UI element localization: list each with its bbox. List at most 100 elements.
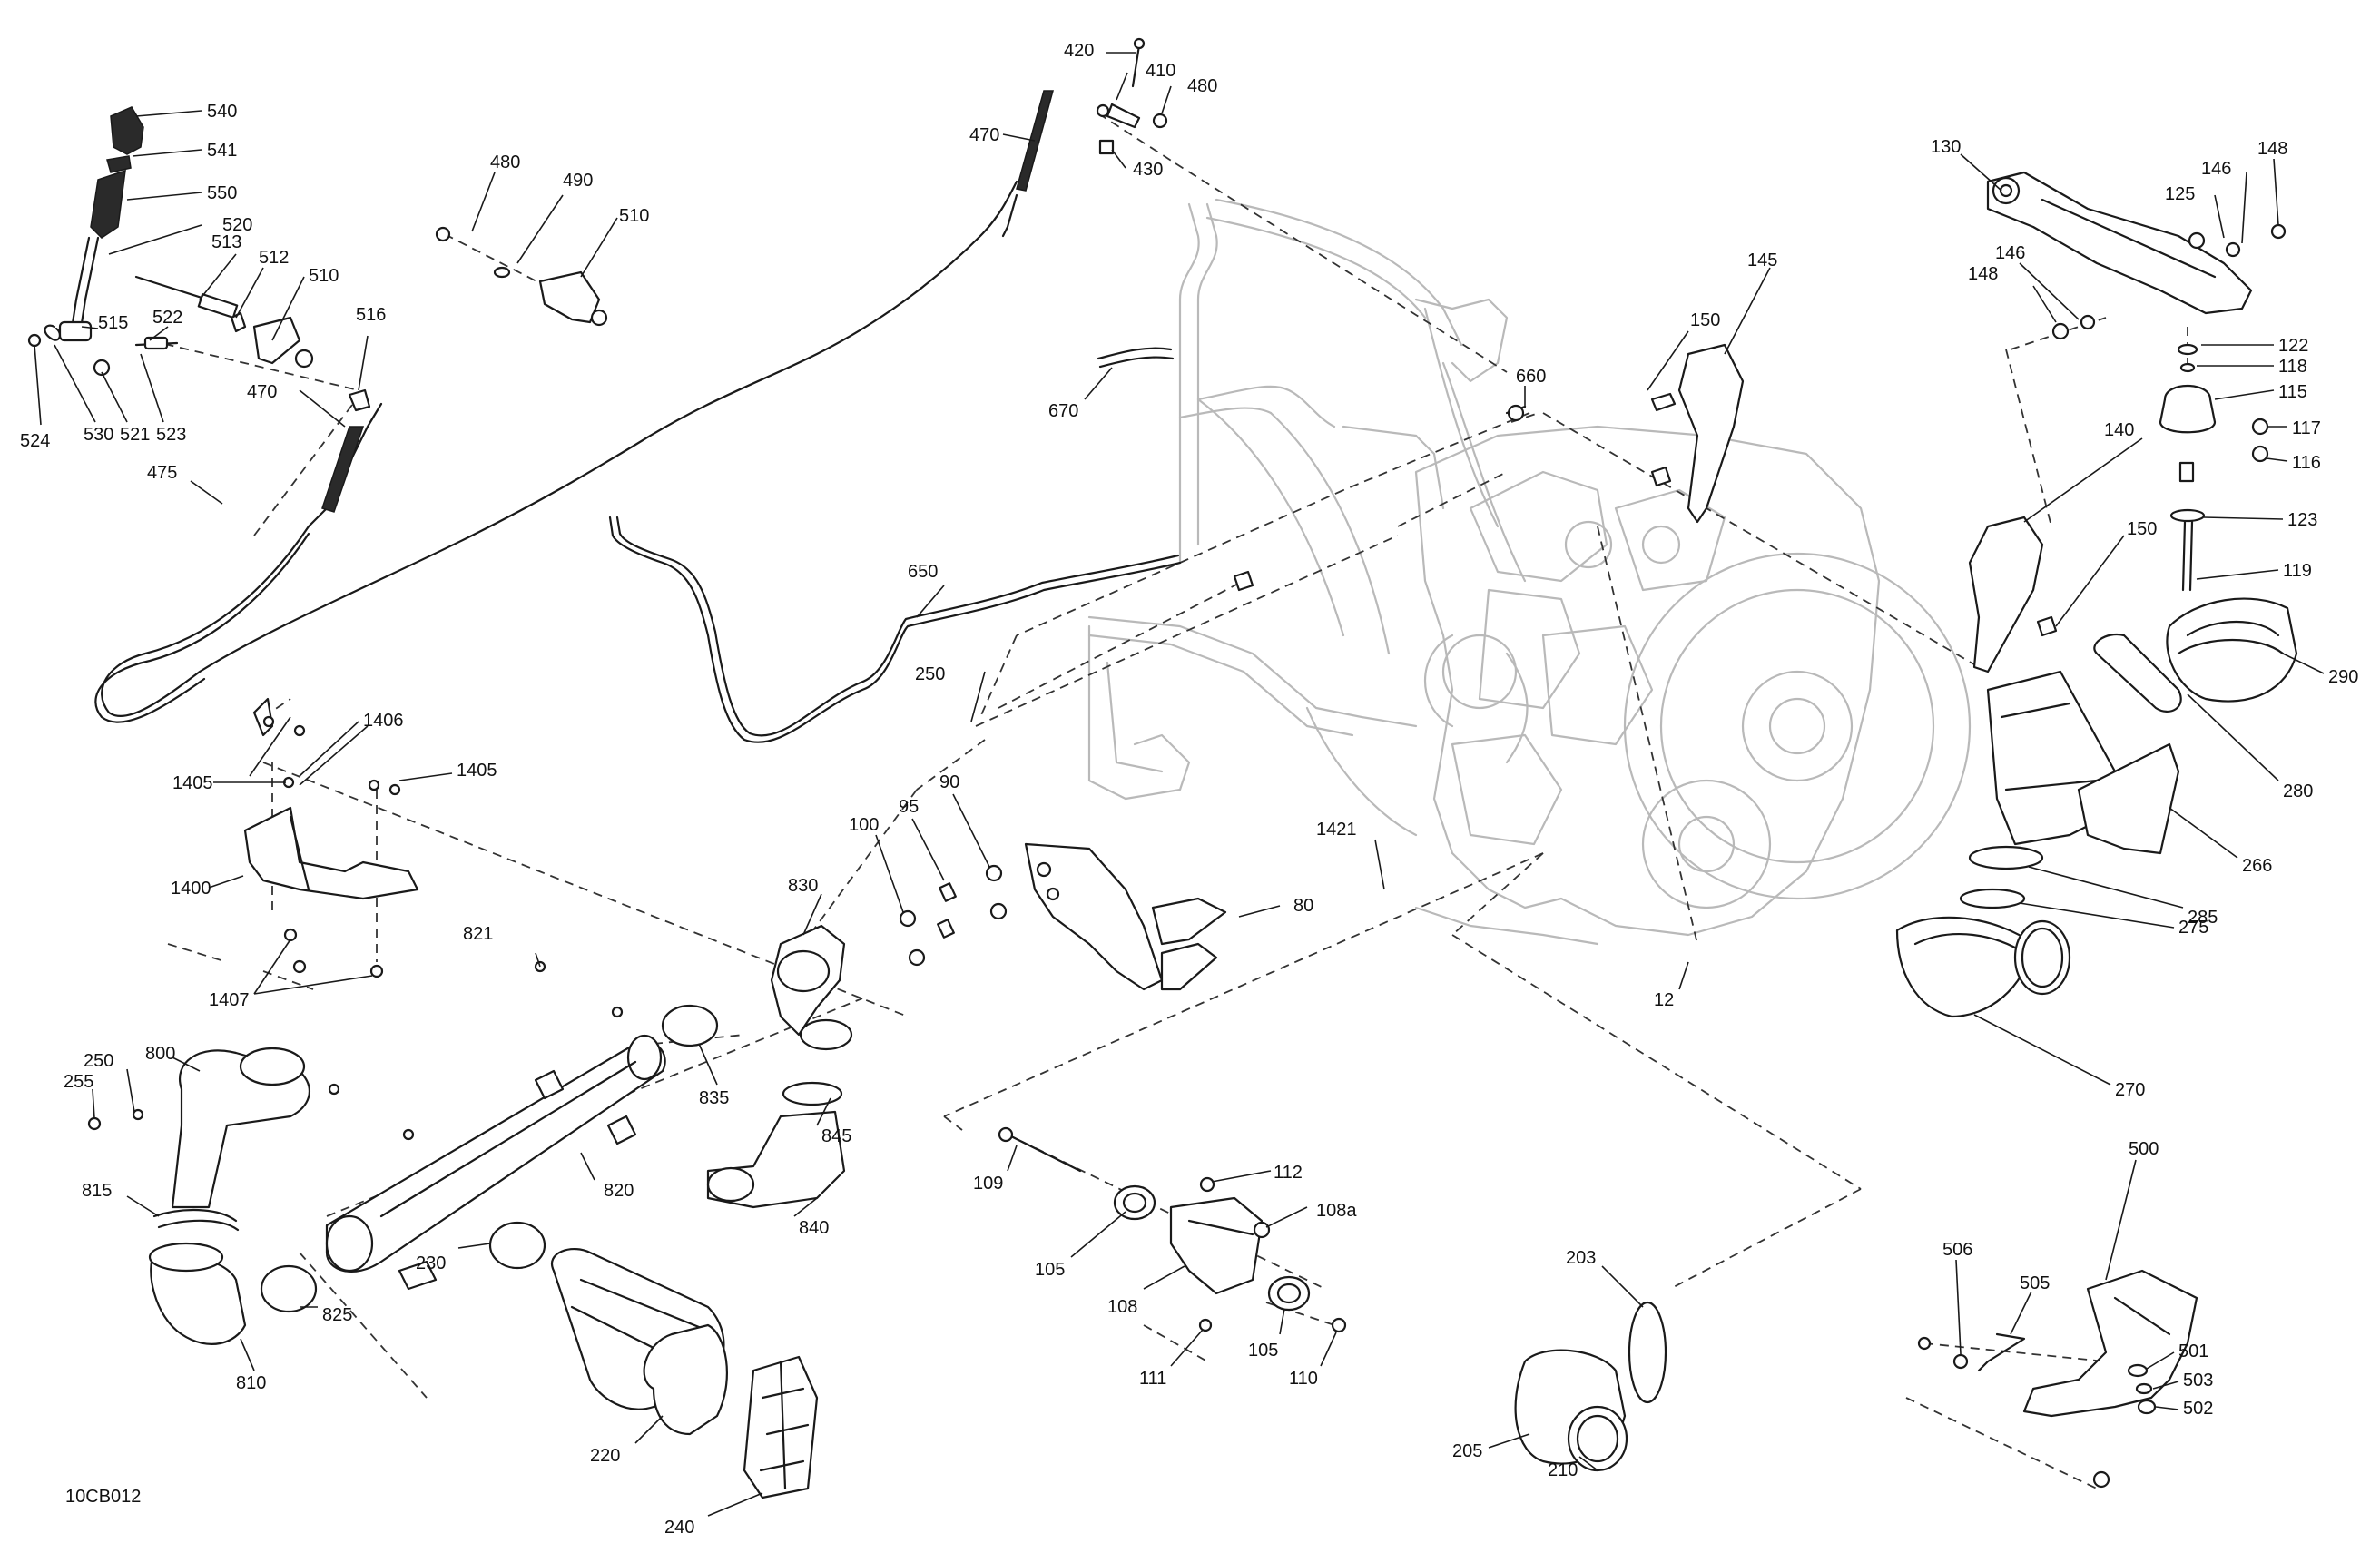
callout-266: 266 xyxy=(2242,856,2272,876)
callout-502: 502 xyxy=(2183,1399,2213,1419)
callout-270: 270 xyxy=(2115,1080,2145,1100)
callout-125: 125 xyxy=(2165,184,2195,204)
callout-1405-left: 1405 xyxy=(172,773,213,793)
callout-116: 116 xyxy=(2292,453,2321,473)
callout-122: 122 xyxy=(2278,336,2308,356)
callout-240: 240 xyxy=(664,1518,694,1538)
assembly-lines xyxy=(149,113,2188,1489)
callout-250-center: 250 xyxy=(915,664,945,684)
callout-516: 516 xyxy=(356,305,386,325)
callout-1421: 1421 xyxy=(1316,820,1357,840)
callout-650: 650 xyxy=(908,562,938,582)
callout-541: 541 xyxy=(207,141,237,161)
parts-203-210 xyxy=(1514,1301,1667,1472)
callout-labels: 540 541 550 520 513 512 510 515 522 516 … xyxy=(20,41,2358,1538)
brackets-145-140 xyxy=(1505,343,2058,673)
callout-515: 515 xyxy=(98,313,128,333)
intake-tubes xyxy=(87,924,853,1499)
callout-835: 835 xyxy=(699,1088,729,1108)
callout-140: 140 xyxy=(2104,420,2134,440)
callout-510-lever: 510 xyxy=(309,266,339,286)
callout-123: 123 xyxy=(2287,510,2317,530)
callout-830: 830 xyxy=(788,876,818,896)
callout-148-top: 148 xyxy=(2257,139,2287,159)
callout-109: 109 xyxy=(973,1174,1003,1194)
callout-845: 845 xyxy=(821,1126,851,1146)
callout-510-bracket: 510 xyxy=(619,206,649,226)
callout-105-left: 105 xyxy=(1035,1260,1065,1280)
callout-470-lower: 470 xyxy=(247,382,277,402)
callout-146-mid: 146 xyxy=(1995,243,2025,263)
callout-100: 100 xyxy=(849,815,879,835)
callout-430: 430 xyxy=(1133,160,1163,180)
callout-521: 521 xyxy=(120,425,150,445)
callout-512: 512 xyxy=(259,248,289,268)
callout-500: 500 xyxy=(2129,1139,2159,1159)
shift-lever xyxy=(27,106,371,412)
callout-117: 117 xyxy=(2292,418,2321,438)
callout-810: 810 xyxy=(236,1373,266,1393)
pedal-80 xyxy=(899,842,1227,991)
callout-660: 660 xyxy=(1516,367,1546,387)
callout-821: 821 xyxy=(463,924,493,944)
callout-250-left: 250 xyxy=(84,1051,113,1071)
air-ducts-right xyxy=(1895,597,2298,1018)
callout-119: 119 xyxy=(2283,561,2312,581)
callout-255: 255 xyxy=(64,1072,93,1092)
callout-490: 490 xyxy=(563,171,593,191)
roller-assembly xyxy=(998,1126,1347,1333)
callout-825: 825 xyxy=(322,1305,352,1325)
callout-220: 220 xyxy=(590,1446,620,1466)
callout-150-lower: 150 xyxy=(2127,519,2157,539)
callout-285: 285 xyxy=(2188,908,2218,928)
callout-205: 205 xyxy=(1452,1441,1482,1461)
callout-505: 505 xyxy=(2020,1273,2050,1293)
engine-ghost xyxy=(1087,198,1972,946)
callout-115: 115 xyxy=(2278,382,2307,402)
callout-420: 420 xyxy=(1064,41,1094,61)
callout-506: 506 xyxy=(1942,1240,1972,1260)
callout-112: 112 xyxy=(1274,1163,1303,1183)
shift-cables xyxy=(94,37,1168,723)
callout-150-upper: 150 xyxy=(1690,310,1720,330)
callout-523: 523 xyxy=(156,425,186,445)
callout-540: 540 xyxy=(207,102,237,122)
callout-118: 118 xyxy=(2278,357,2307,377)
callout-550: 550 xyxy=(207,183,237,203)
callout-840: 840 xyxy=(799,1218,829,1238)
leader-lines xyxy=(34,52,2325,1517)
hoses xyxy=(608,347,1254,743)
callout-105-right: 105 xyxy=(1248,1341,1278,1361)
callout-475: 475 xyxy=(147,463,177,483)
callout-480-right: 480 xyxy=(1187,76,1217,96)
callout-95: 95 xyxy=(899,797,919,817)
callout-815: 815 xyxy=(82,1181,112,1201)
callout-410: 410 xyxy=(1146,61,1175,81)
callout-230: 230 xyxy=(416,1253,446,1273)
callout-111: 111 xyxy=(1139,1369,1166,1389)
bracket-1400 xyxy=(243,715,419,978)
callout-1400: 1400 xyxy=(171,879,211,899)
callout-12: 12 xyxy=(1654,990,1674,1010)
callout-530: 530 xyxy=(84,425,113,445)
callout-108a: 108a xyxy=(1316,1201,1357,1221)
callout-1405-right: 1405 xyxy=(457,761,497,781)
callout-130: 130 xyxy=(1931,137,1961,157)
callout-513: 513 xyxy=(211,232,241,252)
callout-522: 522 xyxy=(152,308,182,328)
callout-501: 501 xyxy=(2178,1342,2208,1361)
callout-148-mid: 148 xyxy=(1968,264,1998,284)
callout-80: 80 xyxy=(1293,896,1313,916)
callout-470-upper: 470 xyxy=(969,125,999,145)
callout-520: 520 xyxy=(222,215,252,235)
callout-280: 280 xyxy=(2283,781,2313,801)
callout-210: 210 xyxy=(1548,1460,1578,1480)
mount-arm-130 xyxy=(1986,171,2287,592)
callout-146-top: 146 xyxy=(2201,159,2231,179)
callout-275: 275 xyxy=(2178,918,2208,938)
callout-108: 108 xyxy=(1107,1297,1137,1317)
callout-503: 503 xyxy=(2183,1371,2213,1391)
callout-524: 524 xyxy=(20,431,50,451)
